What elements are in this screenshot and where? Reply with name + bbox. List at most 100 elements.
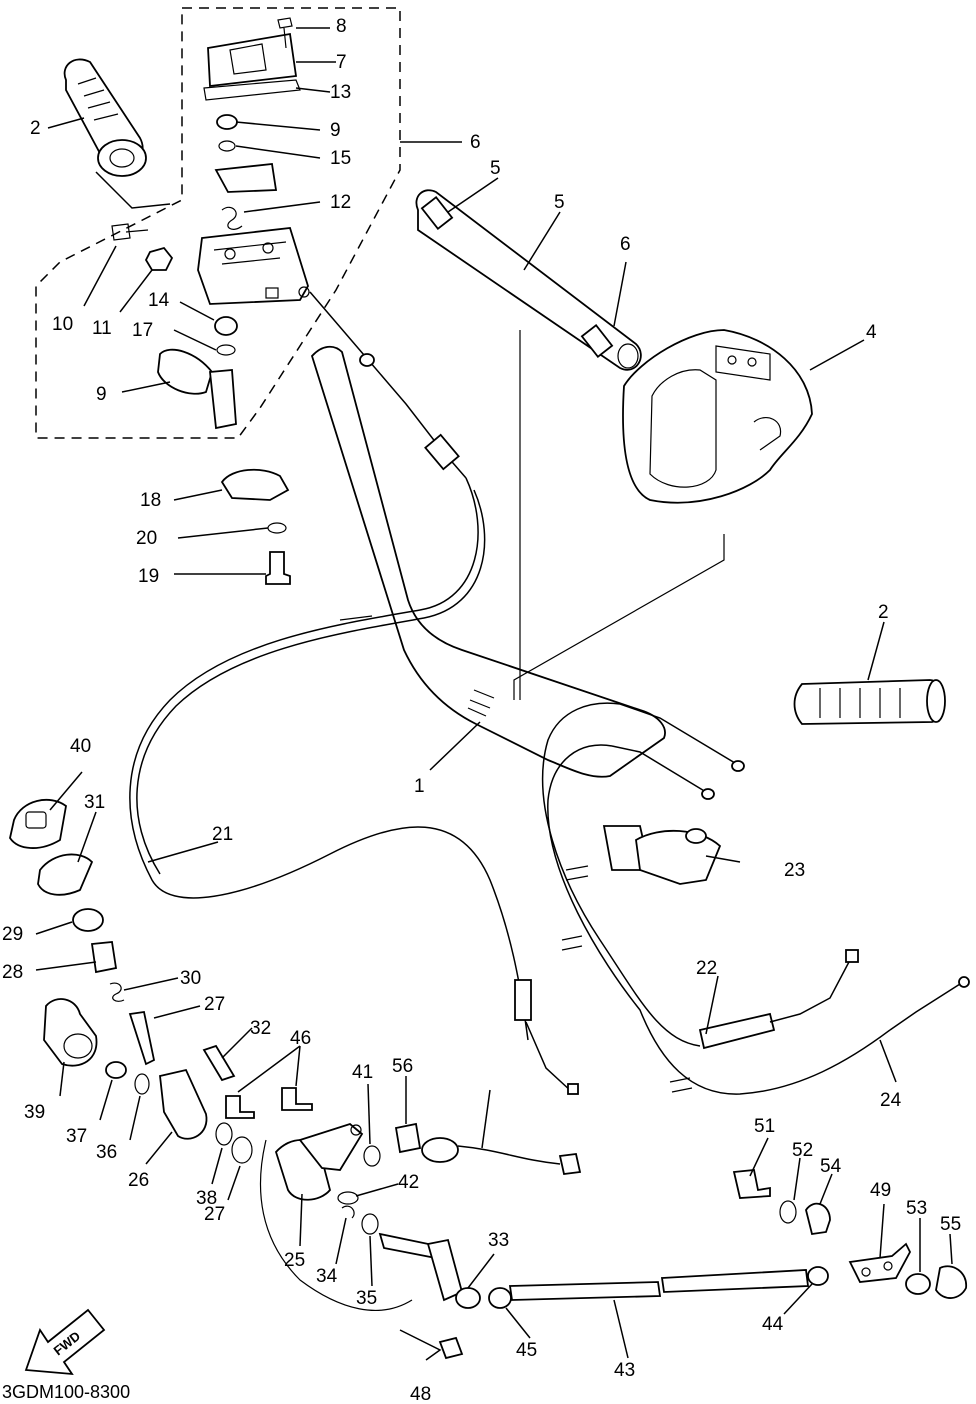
o-ring-27 <box>231 1136 253 1164</box>
callout-47: 46 <box>290 1028 311 1049</box>
cap-32 <box>37 853 94 896</box>
fitting-26 <box>159 1068 208 1140</box>
callout-25: 25 <box>284 1250 305 1271</box>
callout-41: 40 <box>70 736 91 757</box>
callout-24: 24 <box>880 1090 902 1111</box>
callout-49: 48 <box>410 1384 431 1404</box>
arm-34 <box>378 1232 481 1309</box>
callout-38: 37 <box>66 1126 87 1147</box>
clamp-18 <box>220 468 290 501</box>
callout-22: 22 <box>696 958 717 979</box>
callout-46: 45 <box>516 1340 537 1361</box>
washer-16 <box>216 344 236 356</box>
callout-53: 54 <box>820 1156 842 1177</box>
fitting-55 <box>394 1122 422 1154</box>
nut-11 <box>216 114 238 130</box>
right-grip <box>793 679 946 725</box>
fwd-arrow: FWD <box>24 1308 106 1376</box>
knob-41 <box>9 798 67 849</box>
plunger-28 <box>128 1010 156 1066</box>
callout-14: 12 <box>330 192 351 213</box>
callout-20: 20 <box>136 528 157 549</box>
washer-39 <box>215 1122 233 1146</box>
handlebar-pad <box>415 189 642 371</box>
throttle-lever <box>157 348 237 430</box>
callout-6: 6 <box>470 132 481 153</box>
bracket <box>214 163 278 193</box>
callout-54: 55 <box>940 1214 961 1235</box>
knob-41-insert <box>25 811 47 829</box>
callout-48: 49 <box>870 1180 891 1201</box>
callout-16: 17 <box>132 320 153 341</box>
callout-labels: 2 8 7 13 9 15 6 12 10 11 14 17 9 18 20 1… <box>2 16 961 1404</box>
bushing-30 <box>72 908 104 932</box>
brake-switch <box>602 825 722 885</box>
callout-17: 15 <box>330 148 351 169</box>
bolt-50 <box>732 1169 771 1199</box>
callout-19: 19 <box>138 566 159 587</box>
callout-26: 26 <box>128 1170 149 1191</box>
o-ring-42 <box>363 1145 381 1167</box>
spring-53 <box>805 1202 831 1236</box>
link-44b <box>660 1269 810 1293</box>
handlebar-cover <box>622 329 813 504</box>
washer-51 <box>779 1200 797 1224</box>
callout-39: 38 <box>196 1188 217 1209</box>
callout-44: 43 <box>614 1360 635 1381</box>
screw-49 <box>438 1336 464 1360</box>
callout-32: 31 <box>84 792 105 813</box>
callout-8: 9 <box>96 384 107 405</box>
washer-43 <box>337 1191 359 1205</box>
callout-29: 28 <box>2 962 23 983</box>
callout-7: 7 <box>336 52 347 73</box>
washer-20 <box>267 522 287 534</box>
callout-15: 13 <box>330 82 351 103</box>
callout-37: 36 <box>96 1142 117 1163</box>
nut-12 <box>144 246 174 271</box>
callout-1: 1 <box>414 776 425 797</box>
callout-42: 41 <box>352 1062 373 1083</box>
callout-23: 23 <box>784 860 805 881</box>
callout-5b: 6 <box>620 234 631 255</box>
callout-31: 30 <box>180 968 201 989</box>
leader-lines <box>35 27 953 1361</box>
spring-31 <box>109 982 125 1002</box>
bolt-10 <box>111 223 149 241</box>
callout-3: 4 <box>866 322 877 343</box>
callout-45: 44 <box>762 1314 784 1335</box>
bracket-48 <box>848 1242 912 1283</box>
holder-40-hole <box>63 1033 93 1059</box>
wire-harness <box>259 1139 413 1311</box>
callout-10: 10 <box>52 314 73 335</box>
throttle-cover <box>203 32 301 101</box>
callout-34: 33 <box>488 1230 509 1251</box>
bolt-47a <box>225 1095 255 1119</box>
washer-37 <box>134 1073 150 1095</box>
assembly-6-boundary <box>35 7 401 439</box>
circlip-35 <box>341 1205 355 1219</box>
callout-18: 18 <box>140 490 161 511</box>
bolt-19 <box>265 551 291 585</box>
callout-40: 39 <box>24 1102 45 1123</box>
callout-9: 8 <box>336 16 347 37</box>
link-44a <box>508 1281 662 1301</box>
pin-33 <box>202 1044 236 1082</box>
collar-52 <box>905 1273 931 1295</box>
nut-46 <box>488 1287 512 1309</box>
callout-28: 27 <box>204 994 225 1015</box>
callout-13: 14 <box>148 290 170 311</box>
nut-38 <box>105 1061 127 1079</box>
callout-5a: 5 <box>490 158 501 179</box>
callout-33: 32 <box>250 1018 271 1039</box>
callout-36: 35 <box>356 1288 377 1309</box>
callout-2: 2 <box>30 118 41 139</box>
screw-9 <box>277 17 293 49</box>
nut-29 <box>90 941 118 974</box>
spring-14 <box>221 206 243 230</box>
sensor-56 <box>421 1137 582 1175</box>
left-grip <box>63 58 147 177</box>
callout-27: 27 <box>204 1204 225 1225</box>
callout-11: 9 <box>330 120 341 141</box>
